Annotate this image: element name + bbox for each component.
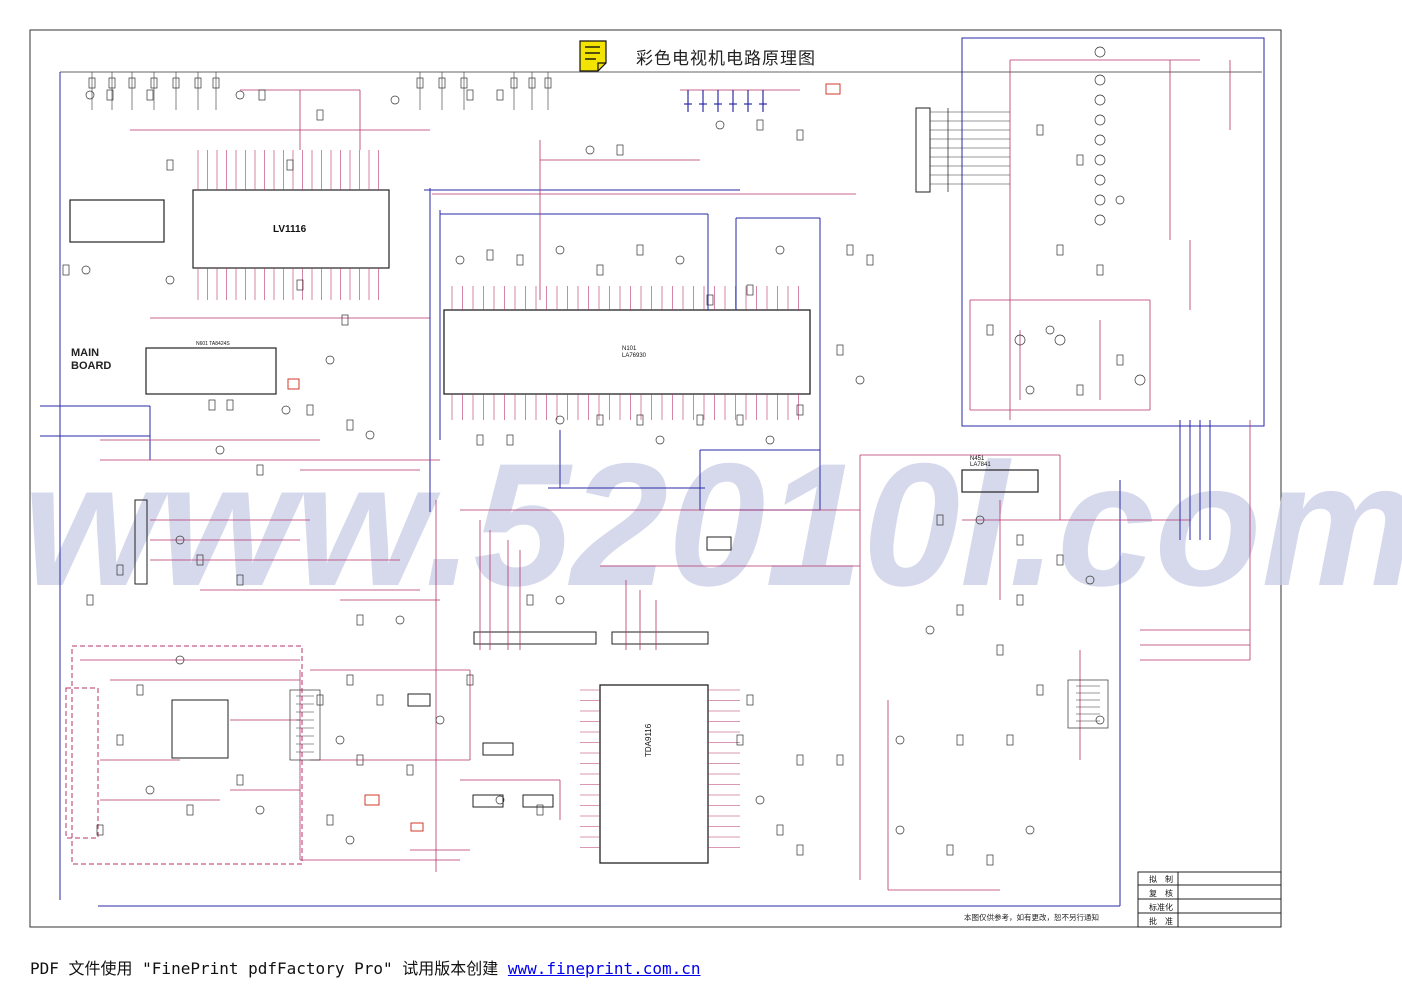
title-block-row-4: 批 准 — [1149, 917, 1173, 926]
chip-label-la76930: LA76930 — [622, 353, 647, 359]
red-box-1 — [825, 83, 841, 95]
ic-la7841-body — [961, 469, 1039, 493]
gnd-box — [706, 536, 732, 551]
regulator-box-4 — [407, 693, 431, 707]
regulator-box-1 — [482, 742, 514, 756]
mains-outline — [65, 687, 99, 839]
watermark-text: www.52010l.com — [23, 428, 1402, 623]
ic-n601-body — [145, 347, 277, 395]
chip-label-n451: N451 — [970, 456, 985, 462]
main-board-label-line1: MAIN — [71, 347, 100, 359]
circuit-components — [62, 46, 1146, 866]
pdf-footer: PDF 文件使用 "FinePrint pdfFactory Pro" 试用版本… — [30, 955, 701, 979]
footer-link[interactable]: www.fineprint.com.cn — [507, 959, 701, 978]
disclaimer-note: 本图仅供参考，如有更改，恕不另行通知 — [964, 913, 1099, 922]
sheet-border — [29, 29, 1282, 928]
red-box-4 — [410, 822, 424, 832]
title-block-row-3: 标准化 — [1149, 903, 1173, 912]
connector-av — [134, 499, 148, 585]
crt-board-outline — [961, 37, 1265, 427]
chip-label-n601: N601 TA8424S — [196, 341, 230, 347]
ic-lv1116-body — [192, 189, 390, 269]
circuit-wiring — [40, 59, 1262, 907]
chip-label-tda9116: TDA9116 — [644, 723, 653, 757]
title-block-row-2: 复 核 — [1149, 889, 1173, 898]
connector-strip-a — [473, 631, 597, 645]
document-icon — [579, 40, 607, 72]
connector-digital-board — [915, 107, 931, 193]
regulator-box-2 — [472, 794, 504, 808]
chip-label-lv1116: LV1116 — [273, 224, 307, 235]
chip-label-n101: N101 — [622, 346, 637, 352]
connector-strip-b — [611, 631, 709, 645]
red-box-3 — [364, 794, 380, 806]
main-board-label-line2: BOARD — [71, 360, 112, 372]
page-title: 彩色电视机电路原理图 — [636, 49, 816, 69]
main-board-label: MAIN BOARD — [71, 347, 111, 373]
red-box-2 — [287, 378, 300, 390]
power-supply-outline — [71, 645, 303, 865]
title-block — [1137, 871, 1282, 928]
ic-la76930-body — [443, 309, 811, 395]
ic-tda9116-body — [599, 684, 709, 864]
regulator-box-3 — [522, 794, 554, 808]
ic-tuner-body — [69, 199, 165, 243]
ic-power-body — [171, 699, 229, 759]
chip-label-la7841: LA7841 — [970, 462, 991, 468]
footer-text: PDF 文件使用 "FinePrint pdfFactory Pro" 试用版本… — [30, 959, 508, 978]
title-block-row-1: 拟 制 — [1149, 875, 1173, 884]
